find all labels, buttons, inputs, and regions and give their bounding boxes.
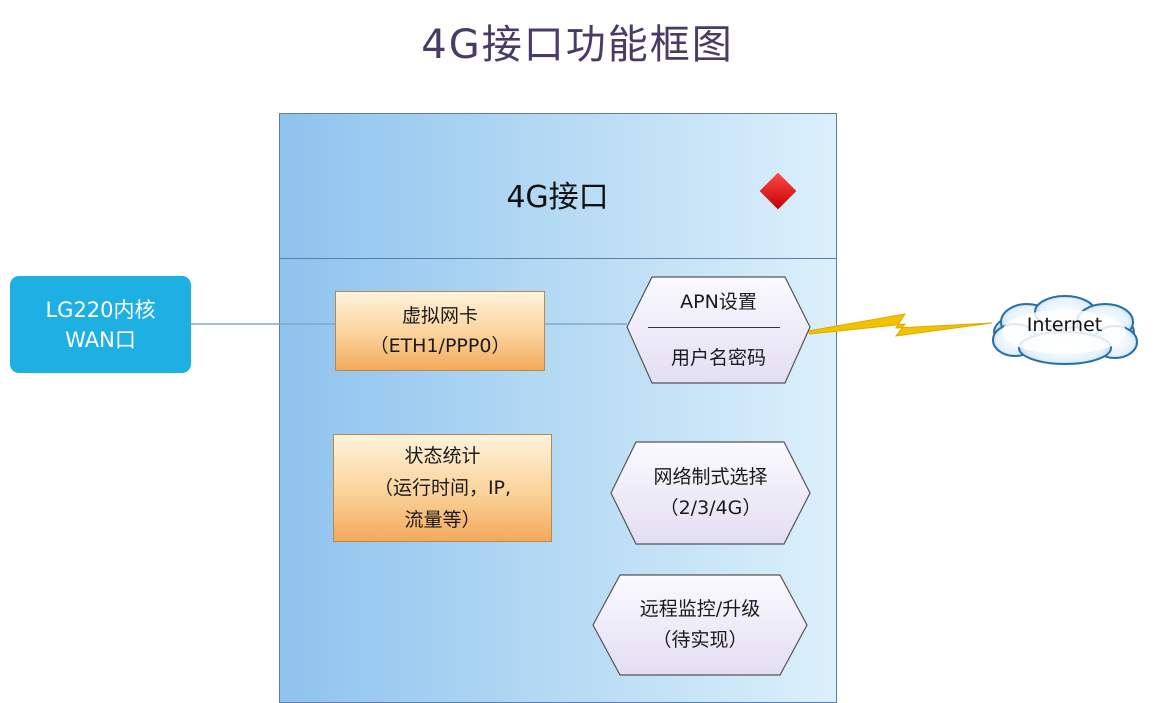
virtual-nic-interfaces: （ETH1/PPP0）	[369, 335, 511, 357]
module-title: 4G接口	[506, 180, 609, 215]
internet-label: Internet	[1026, 314, 1103, 336]
lightning-bolt-icon	[807, 313, 993, 337]
remote-monitor-node: 远程监控/升级 （待实现）	[593, 575, 807, 675]
virtual-nic-box: 虚拟网卡 （ETH1/PPP0）	[335, 291, 545, 371]
kernel-wan-box: LG220内核 WAN口	[10, 276, 191, 373]
module-header-divider	[279, 258, 837, 259]
status-stats-box: 状态统计 （运行时间，IP, 流量等）	[333, 434, 552, 542]
kernel-wan-line1: LG220内核	[45, 297, 156, 322]
apn-hexagon	[626, 276, 811, 384]
network-mode-title: 网络制式选择	[653, 466, 768, 488]
network-mode-hexagon	[610, 441, 811, 545]
apn-settings-label: APN设置	[680, 291, 757, 313]
status-stats-line2: （运行时间，IP,	[373, 477, 512, 499]
remote-hexagon	[592, 574, 808, 676]
remote-monitor-title: 远程监控/升级	[639, 598, 761, 620]
apn-divider	[648, 327, 780, 328]
internet-cloud-icon	[992, 295, 1138, 365]
network-mode-options: （2/3/4G）	[659, 497, 762, 519]
apn-credentials-label: 用户名密码	[670, 347, 766, 369]
page-title: 4G接口功能框图	[421, 22, 734, 68]
apn-settings-node: APN设置 用户名密码	[627, 277, 810, 383]
status-stats-title: 状态统计	[404, 445, 481, 467]
remote-monitor-status: （待实现）	[652, 629, 748, 651]
network-mode-node: 网络制式选择 （2/3/4G）	[611, 442, 810, 544]
kernel-wan-line2: WAN口	[65, 327, 136, 352]
virtual-nic-title: 虚拟网卡	[401, 305, 478, 327]
status-stats-line3: 流量等）	[404, 509, 481, 531]
